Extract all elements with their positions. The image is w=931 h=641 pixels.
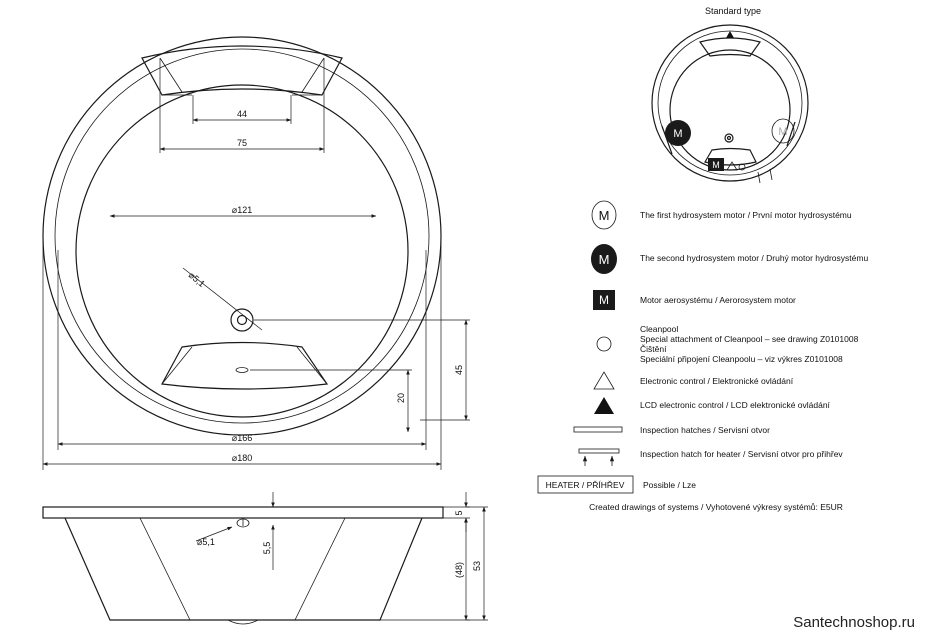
basin-outline [75,84,409,418]
dim-166: ⌀166 [232,433,252,443]
legend-item-lcd-control: LCD electronic control / LCD elektronick… [594,397,831,414]
hatch-icon [573,426,623,433]
legend-item-heater-hatch: Inspection hatch for heater / Servisní o… [578,448,843,466]
side-rim [42,506,444,519]
side-view: ⌀5,1 5,5 5 (48) 53 [42,492,488,625]
plan-drain-dia: ⌀5,1 [187,270,207,289]
motor-square-icon [593,290,615,310]
watermark: Santechnoshop.ru [793,614,915,631]
dim-48: (48) [454,562,464,578]
standard-type-diagram: Standard type M M M [651,6,809,184]
svg-text:M: M [673,128,682,140]
std-lcd-triangle-icon [726,31,734,38]
legend-item-first-motor: M The first hydrosystem motor / První mo… [591,200,852,230]
triangle-outline-icon [593,371,615,390]
svg-text:The first hydrosystem motor /: The first hydrosystem motor / První moto… [640,210,852,220]
svg-text:LCD electronic control / LCD e: LCD electronic control / LCD elektronick… [640,400,831,410]
standard-type-title: Standard type [705,6,761,16]
svg-text:HEATER / PŘÍHŘEV: HEATER / PŘÍHŘEV [546,480,625,490]
svg-text:Possible / Lze: Possible / Lze [643,480,696,490]
std-control-triangle-icon [726,161,738,171]
legend-item-cleanpool: Cleanpool Special attachment of Cleanpoo… [596,324,859,364]
dim-75: 75 [237,138,247,148]
bottom-headrest [161,341,329,390]
dim-44: 44 [237,109,247,119]
svg-text:M: M [599,293,609,307]
svg-text:Motor aerosystému / Aerorosyst: Motor aerosystému / Aerorosystem motor [640,295,796,305]
svg-text:M: M [599,252,610,267]
drain-icon [230,308,254,332]
svg-text:Inspection hatch for heater /: Inspection hatch for heater / Servisní o… [640,449,843,459]
svg-text:Special attachment of Cleanpoo: Special attachment of Cleanpool – see dr… [640,334,859,344]
plan-view: ⌀5,1 44 75 ⌀121 45 20 ⌀166 ⌀180 [42,36,470,470]
systems-note: Created drawings of systems / Vyhotovené… [589,502,843,512]
legend: M The first hydrosystem motor / První mo… [537,200,868,494]
svg-text:M: M [778,126,787,138]
dim-20: 20 [396,393,406,403]
svg-text:The second hydrosystem motor /: The second hydrosystem motor / Druhý mot… [640,253,868,263]
heater-hatch-icon [578,448,620,454]
svg-text:M: M [599,208,610,223]
dim-5-5: 5,5 [262,542,272,555]
heater-box [537,475,634,494]
drain-leader [182,267,263,331]
legend-item-aero-motor: M Motor aerosystému / Aerorosystem motor [593,290,796,310]
outer-rim [42,36,442,436]
dim-53: 53 [472,561,482,571]
svg-text:Čištění: Čištění [640,344,667,354]
side-body [64,517,423,621]
dim-180: ⌀180 [232,453,252,463]
std-motor-square-icon [708,158,724,171]
circle-icon [596,336,612,352]
dim-121: ⌀121 [232,205,252,215]
inner-rim [54,48,430,424]
legend-item-inspection-hatch: Inspection hatches / Servisní otvor [573,425,770,435]
svg-text:Speciální připojení Cleanpoolu: Speciální připojení Cleanpoolu – viz výk… [640,354,843,364]
top-headrest [141,45,343,96]
motor-filled-icon [591,244,617,274]
legend-item-electronic-control: Electronic control / Elektronické ovládá… [593,371,794,390]
svg-text:Inspection hatches / Servisní: Inspection hatches / Servisní otvor [640,425,770,435]
svg-text:Cleanpool: Cleanpool [640,324,678,334]
legend-item-second-motor: M The second hydrosystem motor / Druhý m… [591,244,868,274]
dim-5: 5 [454,510,464,515]
side-drain-dia: ⌀5,1 [197,537,215,547]
motor-outline-icon [591,200,617,230]
svg-text:M: M [712,160,720,170]
svg-text:Electronic control / Elektroni: Electronic control / Elektronické ovládá… [640,376,794,386]
std-motor-filled-icon [665,120,691,146]
legend-item-heater-possible: HEATER / PŘÍHŘEV Possible / Lze [537,475,696,494]
dim-45: 45 [454,365,464,375]
std-motor-outline-icon [771,118,795,144]
side-drain-icon [236,518,250,528]
triangle-filled-icon [594,397,614,414]
